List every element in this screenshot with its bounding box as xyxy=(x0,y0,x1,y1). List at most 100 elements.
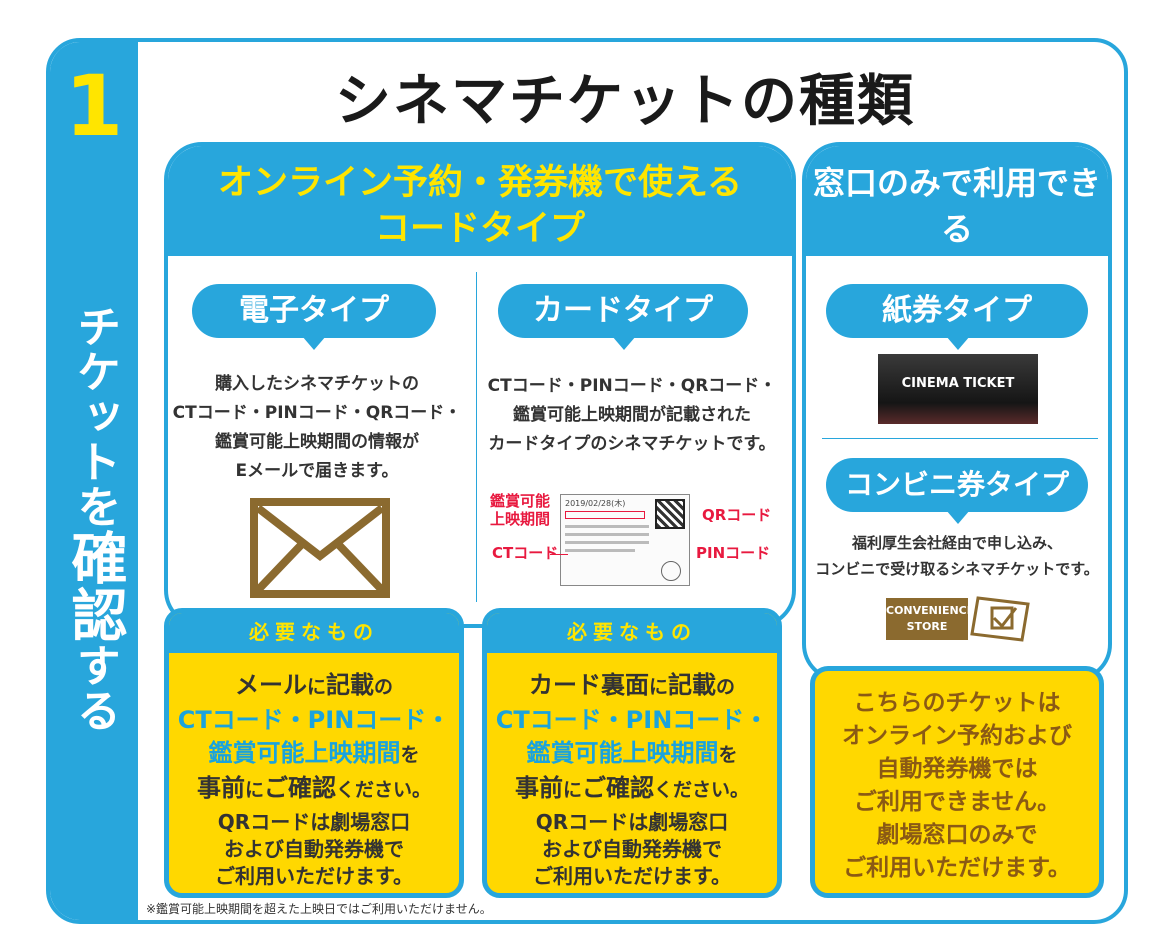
desc-line: コンビニで受け取るシネマチケットです。 xyxy=(815,560,1099,578)
column-divider xyxy=(476,272,477,602)
needs-heading: 必要なもの xyxy=(169,613,459,653)
pill-pointer xyxy=(946,336,970,350)
needs-sub-line: ご利用いただけます。 xyxy=(215,864,413,888)
needs-sub-line: QRコードは劇場窓口 xyxy=(535,810,729,834)
needs-sub-text: QRコードは劇場窓口 および自動発券機で ご利用いただけます。 xyxy=(487,809,777,890)
needs-text-part: の xyxy=(716,676,736,698)
badge-line: CONVENIENCE xyxy=(886,604,975,617)
side-title: チケットを確認する xyxy=(50,304,138,733)
counter-note-line: 劇場窓口のみで xyxy=(876,822,1038,848)
needs-sub-line: ご利用いただけます。 xyxy=(533,864,731,888)
envelope-icon xyxy=(250,498,390,598)
code-panel-heading: オンライン予約・発券機で使える コードタイプ xyxy=(168,146,792,256)
side-title-b: 確認 xyxy=(62,529,127,643)
pill-pointer xyxy=(946,510,970,524)
needs-text-part: 事前 xyxy=(196,774,245,802)
needs-sub-line: および自動発券機で xyxy=(542,837,722,861)
outer-frame: 1 チケットを確認する シネマチケットの種類 オンライン予約・発券機で使える コ… xyxy=(46,38,1128,924)
code-panel-heading-line1: オンライン予約・発券機で使える xyxy=(218,163,742,203)
counter-note-line: 自動発券機では xyxy=(876,756,1038,782)
needs-text-part: ください。 xyxy=(336,779,432,801)
card-ct-box xyxy=(565,511,645,519)
needs-text-part: ください。 xyxy=(654,779,750,801)
card-text-line xyxy=(565,525,649,528)
step-number: 1 xyxy=(64,57,124,155)
footnote: ※鑑賞可能上映期間を超えた上映日ではご利用いただけません。 xyxy=(146,902,492,916)
needs-heading: 必要なもの xyxy=(487,613,777,653)
desc-line: Eメールで届きます。 xyxy=(235,461,399,481)
period-callout: 鑑賞可能 上映期間 xyxy=(490,492,550,528)
qr-code-callout: QRコード xyxy=(702,506,772,524)
needs-text-part: に xyxy=(306,676,326,698)
divider xyxy=(822,438,1098,439)
needs-text-part: 鑑賞可能上映期間 xyxy=(526,739,719,767)
needs-box-electronic: 必要なもの メールに記載の CTコード・PINコード・ 鑑賞可能上映期間を 事前… xyxy=(164,608,464,898)
counter-only-note: こちらのチケットは オンライン予約および 自動発券機では ご利用できません。 劇… xyxy=(810,666,1104,898)
counter-panel-heading: 窓口のみで利用できる 紙券・コンビニ券 xyxy=(806,146,1108,294)
card-text-line xyxy=(565,541,649,544)
desc-line: 福利厚生会社経由で申し込み、 xyxy=(851,534,1062,552)
convenience-store-icon xyxy=(970,596,1030,642)
needs-text-part: の xyxy=(374,676,394,698)
counter-note-line: ご利用いただけます。 xyxy=(843,855,1071,881)
side-band xyxy=(50,42,138,920)
convenience-type-label: コンビニ券タイプ xyxy=(826,458,1088,512)
counter-note-line: こちらのチケットは xyxy=(853,690,1061,716)
electronic-description: 購入したシネマチケットの CTコード・PINコード・QRコード・ 鑑賞可能上映期… xyxy=(172,370,462,486)
card-type-label: カードタイプ xyxy=(498,284,748,338)
needs-box-card: 必要なもの カード裏面に記載の CTコード・PINコード・ 鑑賞可能上映期間を … xyxy=(482,608,782,898)
needs-text-part: に xyxy=(648,676,668,698)
card-sample-date: 2019/02/28(木) xyxy=(565,499,626,508)
desc-line: 鑑賞可能上映期間が記載された xyxy=(513,405,751,425)
qr-code-image xyxy=(655,499,685,529)
counter-note-line: ご利用できません。 xyxy=(853,789,1061,815)
pin-code-callout: PINコード xyxy=(696,544,771,562)
card-description: CTコード・PINコード・QRコード・ 鑑賞可能上映期間が記載された カードタイ… xyxy=(482,372,782,459)
card-seal xyxy=(661,561,681,581)
code-type-panel: オンライン予約・発券機で使える コードタイプ 電子タイプ 購入したシネマチケット… xyxy=(164,142,796,628)
needs-text-part: 記載 xyxy=(326,671,374,699)
convenience-description: 福利厚生会社経由で申し込み、 コンビニで受け取るシネマチケットです。 xyxy=(806,530,1108,582)
needs-text-part: に xyxy=(562,779,582,801)
needs-text-part: 鑑賞可能上映期間 xyxy=(208,739,401,767)
needs-sub-text: QRコードは劇場窓口 および自動発券機で ご利用いただけます。 xyxy=(169,809,459,890)
card-text-line xyxy=(565,549,635,552)
needs-text-part: 記載 xyxy=(668,671,716,699)
electronic-type-label: 電子タイプ xyxy=(192,284,436,338)
needs-main-text: メールに記載の CTコード・PINコード・ 鑑賞可能上映期間を 事前にご確認くだ… xyxy=(169,669,459,807)
ct-code-callout: CTコード xyxy=(492,544,559,562)
needs-text-part: ご確認 xyxy=(582,774,654,802)
page-title: シネマチケットの種類 xyxy=(335,69,915,134)
needs-text-part: ご確認 xyxy=(264,774,336,802)
counter-panel-heading-line1: 窓口のみで利用できる xyxy=(812,164,1101,248)
needs-sub-line: QRコードは劇場窓口 xyxy=(217,810,411,834)
needs-text-part: カード裏面 xyxy=(528,671,649,699)
paper-type-label: 紙券タイプ xyxy=(826,284,1088,338)
side-title-c: する xyxy=(69,643,120,733)
needs-text-part: 事前 xyxy=(514,774,563,802)
needs-text-part: を xyxy=(400,744,420,766)
card-text-line xyxy=(565,533,649,536)
pill-pointer xyxy=(612,336,636,350)
needs-text-part: を xyxy=(718,744,738,766)
needs-text-part: に xyxy=(244,779,264,801)
counter-note-line: オンライン予約および xyxy=(842,723,1072,749)
needs-sub-line: および自動発券機で xyxy=(224,837,404,861)
needs-text-part: メール xyxy=(234,671,307,699)
counter-only-panel: 窓口のみで利用できる 紙券・コンビニ券 紙券タイプ CINEMA TICKET … xyxy=(802,142,1112,682)
side-title-a: チケットを xyxy=(69,304,120,529)
convenience-store-badge: CONVENIENCE STORE xyxy=(886,598,975,640)
needs-main-text: カード裏面に記載の CTコード・PINコード・ 鑑賞可能上映期間を 事前にご確認… xyxy=(487,669,777,807)
needs-text-part: CTコード・PINコード・ xyxy=(177,706,451,734)
callout-line-mark xyxy=(550,554,568,555)
desc-line: CTコード・PINコード・QRコード・ xyxy=(487,376,777,396)
code-panel-heading-line2: コードタイプ xyxy=(374,209,585,249)
desc-line: 購入したシネマチケットの xyxy=(215,374,419,394)
card-sample-image: 2019/02/28(木) xyxy=(560,494,690,586)
cinema-ticket-image: CINEMA TICKET xyxy=(878,354,1038,424)
counter-note-text: こちらのチケットは オンライン予約および 自動発券機では ご利用できません。 劇… xyxy=(815,687,1099,885)
needs-text-part: CTコード・PINコード・ xyxy=(495,706,769,734)
callout-line: 上映期間 xyxy=(490,510,551,528)
badge-line: STORE xyxy=(906,620,948,633)
desc-line: カードタイプのシネマチケットです。 xyxy=(488,434,776,454)
